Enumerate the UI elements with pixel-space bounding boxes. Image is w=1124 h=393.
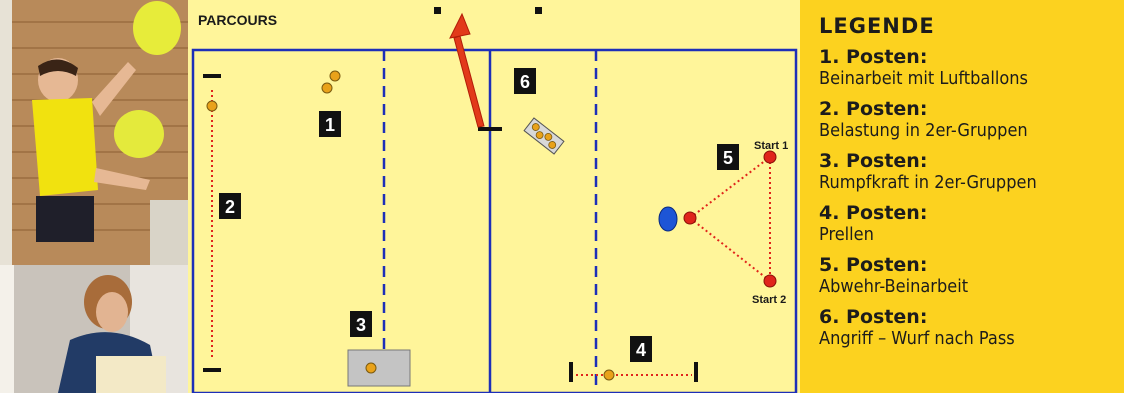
legend-item: 3. Posten: Rumpfkraft in 2er-Gruppen xyxy=(819,151,1124,194)
station-number: 1 xyxy=(325,115,335,135)
legend-item-head: 4. Posten: xyxy=(819,203,1124,224)
diagram-title: PARCOURS xyxy=(198,12,277,28)
goal-post-marker-left xyxy=(434,7,441,14)
field-background xyxy=(188,0,800,393)
station-badge-6: 6 xyxy=(514,68,536,94)
station-number: 5 xyxy=(723,148,733,168)
legend-item: 4. Posten: Prellen xyxy=(819,203,1124,246)
legend-item-head: 1. Posten: xyxy=(819,47,1124,68)
start-label-2: Start 2 xyxy=(752,294,786,306)
legend-item: 1. Posten: Beinarbeit mit Luftballons xyxy=(819,47,1124,90)
legend-item: 5. Posten: Abwehr-Beinarbeit xyxy=(819,255,1124,298)
station1-ball xyxy=(322,83,332,93)
station-badge-1: 1 xyxy=(319,111,341,137)
station2-ball xyxy=(207,101,217,111)
legend-item-desc: Prellen xyxy=(819,224,1124,246)
station-number: 2 xyxy=(225,197,235,217)
legend-item: 2. Posten: Belastung in 2er-Gruppen xyxy=(819,99,1124,142)
legend-item-desc: Belastung in 2er-Gruppen xyxy=(819,120,1124,142)
legend-item-desc: Beinarbeit mit Luftballons xyxy=(819,68,1124,90)
station-badge-2: 2 xyxy=(219,193,241,219)
station-badge-3: 3 xyxy=(350,311,372,337)
goal-post-marker-right xyxy=(535,7,542,14)
legend-item-head: 6. Posten: xyxy=(819,307,1124,328)
legend-item-desc: Angriff – Wurf nach Pass xyxy=(819,328,1124,350)
start-label-1: Start 1 xyxy=(754,140,788,152)
legend-item-desc: Abwehr-Beinarbeit xyxy=(819,276,1124,298)
station5-cone xyxy=(684,212,696,224)
station-badge-4: 4 xyxy=(630,336,652,362)
parcours-diagram: PARCOURS xyxy=(188,0,800,393)
station5-defender xyxy=(659,207,677,231)
station4-ball xyxy=(604,370,614,380)
legend-item-head: 3. Posten: xyxy=(819,151,1124,172)
station3-mat xyxy=(348,350,410,386)
legend-item-head: 5. Posten: xyxy=(819,255,1124,276)
station3-ball xyxy=(366,363,376,373)
station-number: 6 xyxy=(520,72,530,92)
legend-item: 6. Posten: Angriff – Wurf nach Pass xyxy=(819,307,1124,350)
legend-panel: LEGENDE 1. Posten: Beinarbeit mit Luftba… xyxy=(800,0,1124,393)
legend-item-desc: Rumpfkraft in 2er-Gruppen xyxy=(819,172,1124,194)
station-number: 4 xyxy=(636,340,646,360)
station1-ball xyxy=(330,71,340,81)
legend-item-head: 2. Posten: xyxy=(819,99,1124,120)
station5-cone-start1 xyxy=(764,151,776,163)
photo-collage-image xyxy=(0,0,188,393)
photo-collage xyxy=(0,0,188,393)
parcours-svg: PARCOURS xyxy=(188,0,800,393)
legend-title: LEGENDE xyxy=(819,14,1124,38)
station5-cone-start2 xyxy=(764,275,776,287)
station-number: 3 xyxy=(356,315,366,335)
station-badge-5: 5 xyxy=(717,144,739,170)
